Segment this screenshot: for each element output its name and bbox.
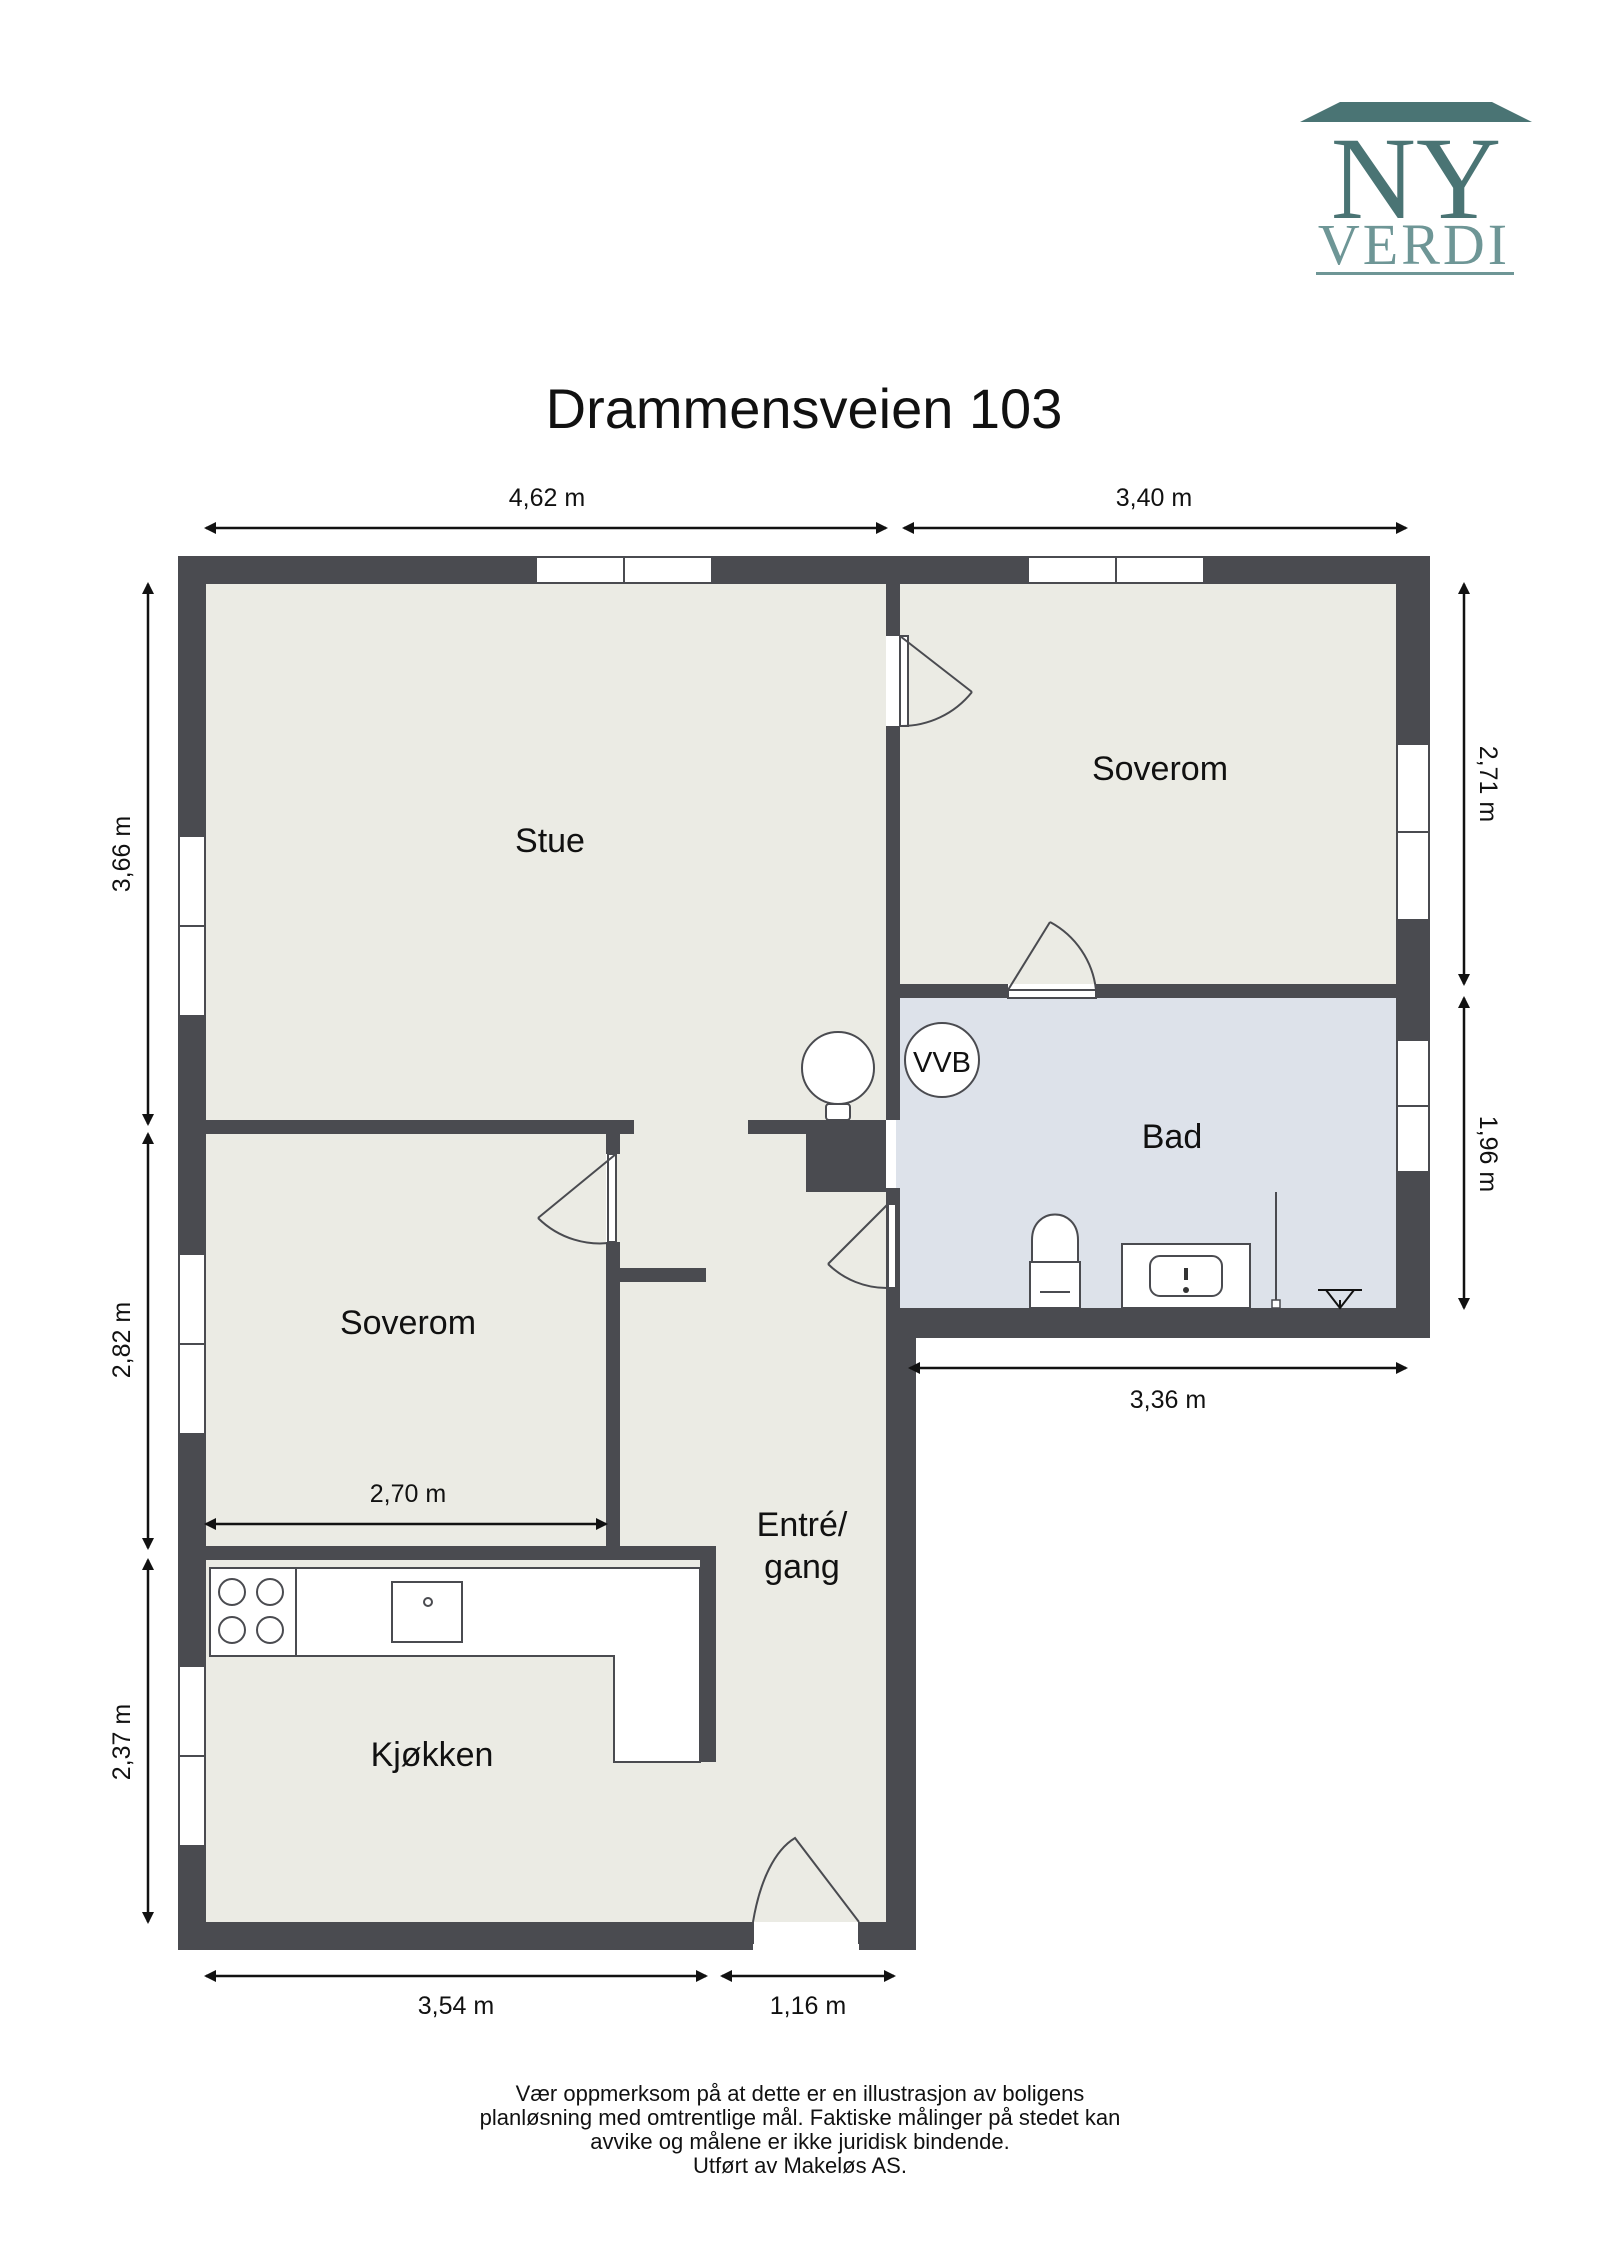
dim-right-bad: 1,96 m <box>1474 1116 1502 1192</box>
dim-left-stue: 3,66 m <box>108 816 136 892</box>
disclaimer: Vær oppmerksom på at dette er en illustr… <box>300 2082 1300 2178</box>
kitchen-counter <box>209 1567 701 1763</box>
room-label-entre-line2: gang <box>764 1548 840 1586</box>
shower-rail-icon <box>1271 1192 1281 1309</box>
room-label-kjokken: Kjøkken <box>371 1736 494 1774</box>
dim-top-left: 4,62 m <box>509 484 585 512</box>
dim-top-right: 3,40 m <box>1116 484 1192 512</box>
room-label-entre-line1: Entré/ <box>757 1506 848 1544</box>
dimension-lines <box>142 522 1470 1982</box>
disclaimer-line: avvike og målene er ikke juridisk binden… <box>590 2129 1010 2154</box>
disclaimer-line: Vær oppmerksom på at dette er en illustr… <box>515 2081 1085 2106</box>
dim-bottom-right: 1,16 m <box>770 1992 846 2020</box>
dim-soverom-width: 2,70 m <box>370 1480 446 1508</box>
plan-title: Drammensveien 103 <box>546 377 1063 440</box>
logo-underline <box>1316 272 1514 275</box>
floor-drain-icon <box>1318 1289 1362 1310</box>
doors <box>537 635 1097 1950</box>
room-label-soverom-right: Soverom <box>1092 750 1228 788</box>
vvb-label: VVB <box>913 1047 971 1079</box>
disclaimer-line: planløsning med omtrentlige mål. Faktisk… <box>479 2105 1121 2130</box>
disclaimer-credit: Utført av Makeløs AS. <box>693 2153 907 2178</box>
dim-bottom-left: 3,54 m <box>418 1992 494 2020</box>
vvb-water-heater-icon: VVB <box>904 1022 980 1098</box>
company-logo: NY VERDI <box>1300 102 1532 277</box>
sink-icon <box>1121 1243 1251 1309</box>
kitchen-sink-icon <box>391 1581 463 1643</box>
room-label-soverom-left: Soverom <box>340 1304 476 1342</box>
round-table-icon <box>801 1031 875 1121</box>
logo-verdi-text: VERDI <box>1318 212 1510 277</box>
floor-stue <box>206 584 886 1124</box>
toilet-icon <box>1029 1213 1081 1309</box>
room-label-bad: Bad <box>1142 1118 1203 1156</box>
dim-left-soverom: 2,82 m <box>108 1302 136 1378</box>
room-label-stue: Stue <box>515 822 585 860</box>
floor-soverom-left <box>206 1134 606 1548</box>
stove-icon <box>218 1578 284 1644</box>
dim-left-kjokken: 2,37 m <box>108 1704 136 1780</box>
dim-right-soverom: 2,71 m <box>1474 746 1502 822</box>
floor-soverom-right <box>900 584 1396 984</box>
windows <box>178 556 1430 1847</box>
logo-ny-text: NY <box>1331 113 1501 244</box>
logo-roof-icon <box>1300 102 1532 122</box>
dim-bad-width: 3,36 m <box>1130 1386 1206 1414</box>
